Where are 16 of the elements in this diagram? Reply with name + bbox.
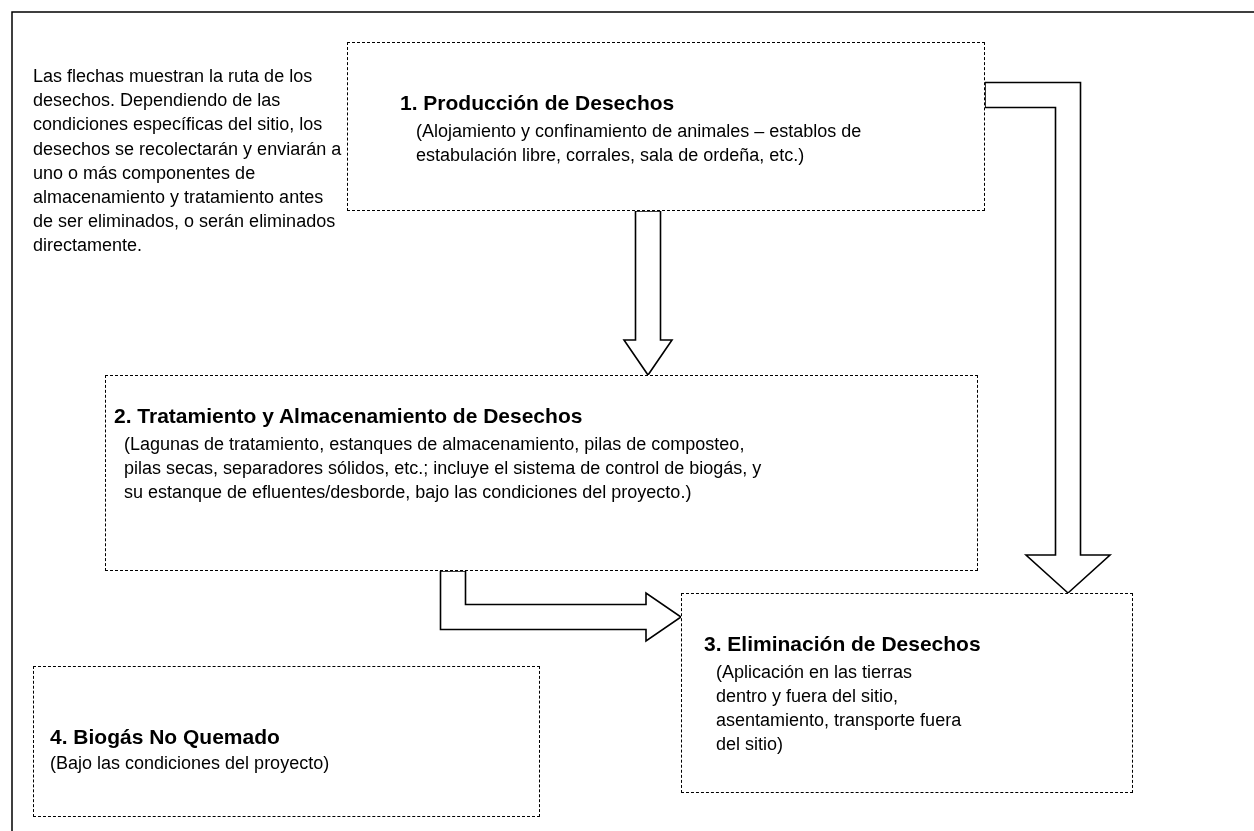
box-heading: 4. Biogás No Quemado <box>50 725 280 749</box>
box-heading: 1. Producción de Desechos <box>400 91 675 115</box>
explanatory-note: Las flechas muestran la ruta de los desechos. Dependiendo de las condiciones específicas del sitio, los desechos se recolectarán y enviarán a uno o más componentes de almacenamiento y tratamiento antes de ser eliminados, o serán eliminados directamente. <box>33 65 343 258</box>
box-description: (Bajo las condiciones del proyecto) <box>50 752 331 775</box>
block-arrow <box>984 81 1113 595</box>
process-box <box>681 593 1133 793</box>
box-description: (Aplicación en las tierras dentro y fuera del sitio, asentamiento, transporte fuera del sitio) <box>716 661 963 756</box>
process-box <box>347 42 985 211</box>
block-arrow <box>622 210 674 377</box>
box-heading: 3. Eliminación de Desechos <box>704 632 981 656</box>
box-description: (Lagunas de tratamiento, estanques de almacenamiento, pilas de composteo, pilas secas, separadores sólidos, etc.; incluye el sistema de control de biogás, y su estanque de efluentes/desborde, bajo las condiciones del proyecto.) <box>124 433 763 504</box>
process-box <box>105 375 978 571</box>
block-arrow <box>439 570 683 643</box>
box-heading: 2. Tratamiento y Almacenamiento de Desechos <box>114 404 583 428</box>
box-description: (Alojamiento y confinamiento de animales – establos de estabulación libre, corrales, sala de ordeña, etc.) <box>416 120 863 167</box>
process-box <box>33 666 540 817</box>
